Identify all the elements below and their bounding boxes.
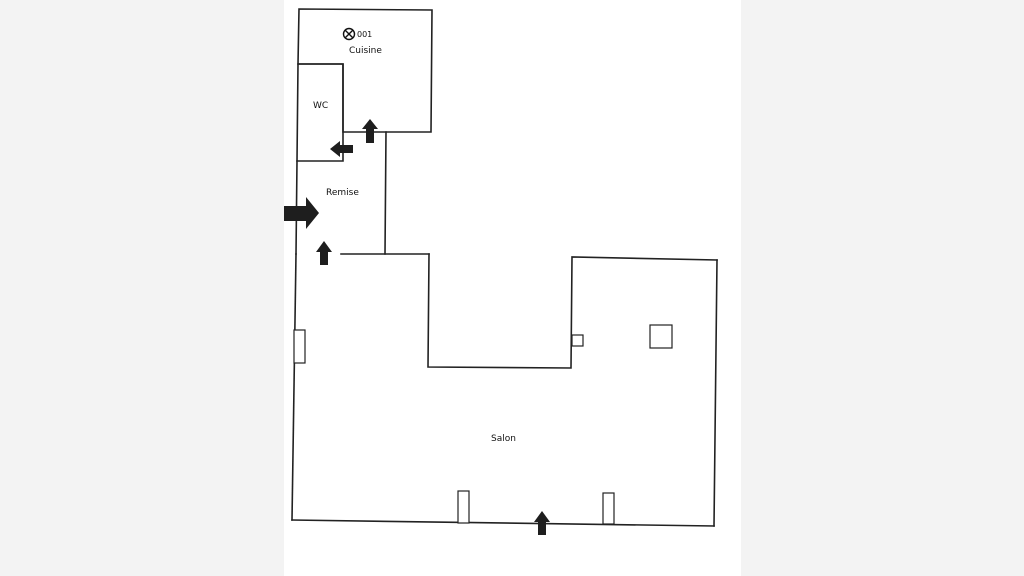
room-label-wc: WC bbox=[313, 101, 328, 111]
crossed-circle-icon bbox=[342, 27, 356, 41]
salon-east-wall bbox=[713, 259, 718, 527]
salon-south-wall bbox=[291, 519, 715, 527]
remise-east-wall bbox=[384, 131, 387, 255]
remise-entry-arrow-icon bbox=[316, 241, 332, 265]
room-label-remise: Remise bbox=[326, 188, 359, 198]
salon-small-fixture bbox=[571, 334, 584, 347]
wc-entry-arrow-icon bbox=[330, 141, 353, 157]
room-label-salon: Salon bbox=[491, 434, 516, 444]
cuisine-room-outline bbox=[297, 8, 433, 133]
cuisine-entry-arrow-icon bbox=[362, 119, 378, 143]
marker-label: 001 bbox=[357, 30, 372, 39]
salon-pillar bbox=[649, 324, 673, 349]
floor-plan-sheet bbox=[284, 0, 741, 576]
salon-west-window bbox=[293, 329, 306, 364]
room-label-cuisine: Cuisine bbox=[349, 46, 382, 56]
main-entrance-arrow-icon bbox=[284, 197, 319, 229]
salon-south-door-right bbox=[602, 492, 615, 525]
salon-south-door-left bbox=[457, 490, 470, 524]
salon-west-wall bbox=[291, 253, 297, 521]
salon-entry-arrow-icon bbox=[534, 511, 550, 535]
salon-north-wall bbox=[427, 253, 718, 369]
